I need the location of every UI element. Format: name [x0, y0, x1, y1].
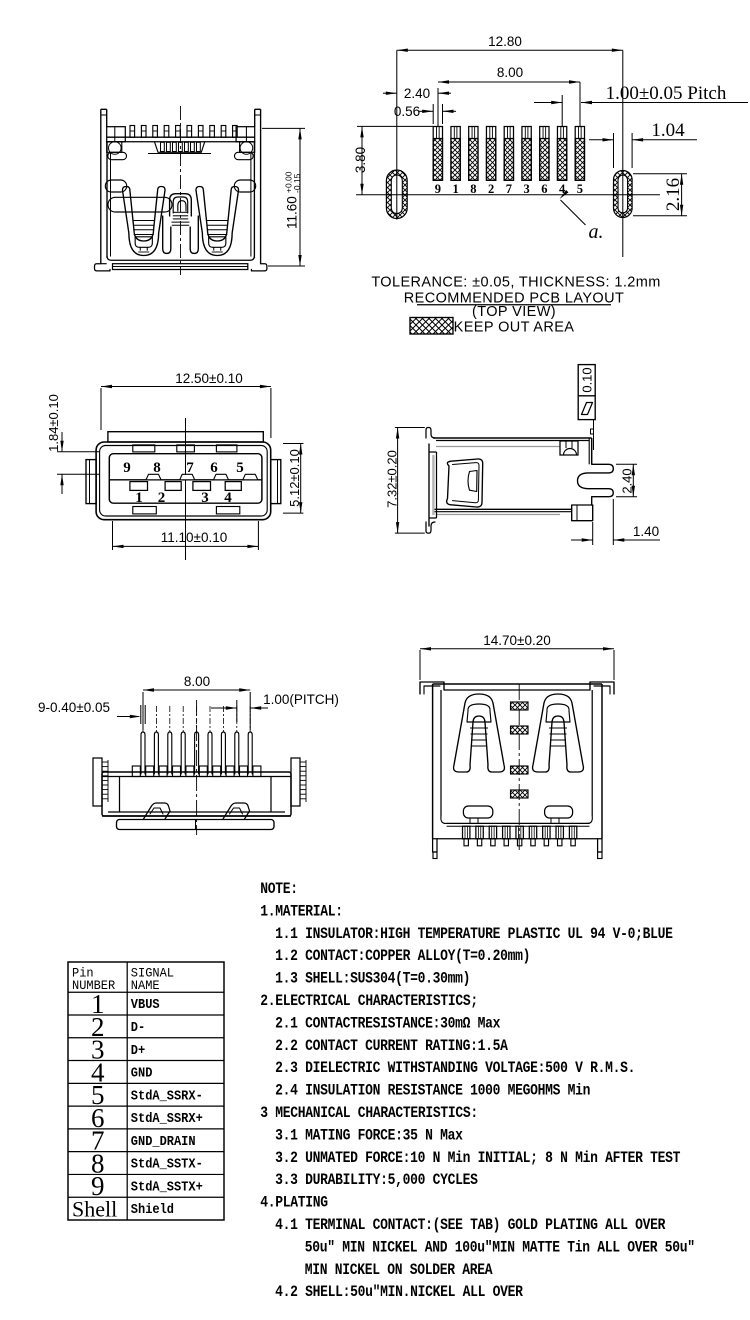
- svg-text:4: 4: [91, 1057, 105, 1087]
- svg-text:8: 8: [470, 182, 476, 196]
- svg-text:Shell: Shell: [72, 1197, 117, 1222]
- svg-text:2.ELECTRICAL CHARACTERISTICS;: 2.ELECTRICAL CHARACTERISTICS;: [260, 993, 478, 1010]
- svg-text:4.1 TERMINAL CONTACT:(SEE TAB): 4.1 TERMINAL CONTACT:(SEE TAB) GOLD PLAT…: [275, 1217, 666, 1234]
- svg-text:D+: D+: [131, 1042, 146, 1058]
- svg-text:GND_DRAIN: GND_DRAIN: [131, 1133, 196, 1149]
- svg-text:4: 4: [559, 182, 566, 196]
- svg-text:1: 1: [452, 182, 458, 196]
- svg-text:8: 8: [91, 1148, 105, 1178]
- svg-text:7.32±0.20: 7.32±0.20: [385, 450, 400, 508]
- svg-text:9-0.40±0.05: 9-0.40±0.05: [38, 700, 110, 715]
- svg-text:12.80: 12.80: [488, 34, 522, 49]
- svg-text:2.16: 2.16: [663, 178, 684, 211]
- svg-text:1.00±0.05 Pitch: 1.00±0.05 Pitch: [606, 83, 727, 104]
- svg-text:3: 3: [91, 1035, 105, 1065]
- svg-text:2.2 CONTACT CURRENT RATING:1.5: 2.2 CONTACT CURRENT RATING:1.5A: [275, 1038, 508, 1055]
- svg-text:1: 1: [91, 989, 105, 1019]
- svg-text:StdA_SSTX-: StdA_SSTX-: [131, 1156, 203, 1172]
- svg-text:KEEP OUT AREA: KEEP OUT AREA: [454, 320, 575, 336]
- svg-text:9: 9: [91, 1171, 105, 1201]
- svg-text:50u″ MIN NICKEL AND 100u″MIN M: 50u″ MIN NICKEL AND 100u″MIN MATTE Tin A…: [305, 1239, 695, 1256]
- svg-text:11.10±0.10: 11.10±0.10: [161, 530, 227, 545]
- svg-text:1.MATERIAL:: 1.MATERIAL:: [260, 903, 343, 920]
- svg-text:1.40: 1.40: [633, 524, 659, 539]
- svg-text:2: 2: [158, 490, 166, 506]
- svg-text:TOLERANCE: ±0.05, THICKNESS:: TOLERANCE: ±0.05, THICKNESS: 1.2mm: [371, 275, 660, 291]
- svg-text:1: 1: [135, 490, 143, 506]
- svg-text:6: 6: [91, 1103, 105, 1133]
- svg-text:NAME: NAME: [131, 979, 160, 994]
- svg-text:1.00(PITCH): 1.00(PITCH): [263, 692, 339, 707]
- svg-text:7: 7: [506, 182, 512, 196]
- svg-text:2.3 DIELECTRIC WITHSTANDING VO: 2.3 DIELECTRIC WITHSTANDING VOLTAGE:500 …: [275, 1060, 635, 1077]
- svg-text:2.40: 2.40: [404, 86, 430, 101]
- svg-text:(TOP VIEW): (TOP VIEW): [472, 304, 556, 320]
- svg-text:11.60: 11.60: [285, 196, 300, 229]
- svg-text:StdA_SSRX-: StdA_SSRX-: [131, 1088, 203, 1104]
- svg-text:5: 5: [236, 460, 244, 476]
- svg-text:7: 7: [186, 460, 194, 476]
- svg-text:3 MECHANICAL CHARACTERISTICS:: 3 MECHANICAL CHARACTERISTICS:: [260, 1105, 478, 1122]
- svg-text:9: 9: [123, 460, 131, 476]
- svg-text:1.2 CONTACT:COPPER ALLOY(T=0.2: 1.2 CONTACT:COPPER ALLOY(T=0.20mm): [275, 948, 530, 965]
- svg-text:6: 6: [210, 460, 218, 476]
- svg-text:NUMBER: NUMBER: [72, 979, 116, 994]
- svg-text:2.1 CONTACTRESISTANCE:30mΩ Max: 2.1 CONTACTRESISTANCE:30mΩ Max: [275, 1015, 501, 1032]
- svg-text:3: 3: [201, 490, 209, 506]
- svg-text:2: 2: [91, 1012, 105, 1042]
- svg-text:4: 4: [224, 490, 232, 506]
- svg-text:7: 7: [91, 1126, 105, 1156]
- svg-text:2.40: 2.40: [620, 468, 635, 493]
- svg-text:4.2 SHELL:50u″MIN.NICKEL ALL O: 4.2 SHELL:50u″MIN.NICKEL ALL OVER: [275, 1284, 523, 1301]
- svg-text:-0.15: -0.15: [292, 173, 302, 193]
- svg-text:StdA_SSTX+: StdA_SSTX+: [131, 1179, 203, 1195]
- svg-text:6: 6: [541, 182, 547, 196]
- svg-text:1.84±0.10: 1.84±0.10: [46, 394, 61, 452]
- svg-text:12.50±0.10: 12.50±0.10: [175, 371, 242, 386]
- svg-text:+0.00: +0.00: [284, 171, 294, 193]
- svg-text:3: 3: [523, 182, 529, 196]
- svg-text:5: 5: [91, 1080, 105, 1110]
- svg-text:Shield: Shield: [131, 1201, 174, 1217]
- svg-text:VBUS: VBUS: [131, 996, 160, 1012]
- svg-text:5: 5: [577, 182, 583, 196]
- svg-text:StdA_SSRX+: StdA_SSRX+: [131, 1110, 203, 1126]
- svg-text:0.56: 0.56: [394, 104, 420, 119]
- svg-text:8: 8: [153, 460, 161, 476]
- svg-text:8.00: 8.00: [184, 674, 210, 689]
- svg-text:3.2 UNMATED FORCE:10 N Min INI: 3.2 UNMATED FORCE:10 N Min INITIAL; 8 N …: [275, 1150, 681, 1167]
- svg-text:D-: D-: [131, 1019, 145, 1035]
- svg-text:0.10: 0.10: [580, 367, 595, 392]
- svg-text:1.04: 1.04: [651, 120, 685, 141]
- svg-text:9: 9: [435, 182, 441, 196]
- svg-text:5.12±0.10: 5.12±0.10: [287, 449, 302, 507]
- svg-text:8.00: 8.00: [497, 65, 523, 80]
- svg-text:RECOMMENDED PCB LAYOUT: RECOMMENDED PCB LAYOUT: [404, 291, 624, 307]
- svg-text:1.3 SHELL:SUS304(T=0.30mm): 1.3 SHELL:SUS304(T=0.30mm): [275, 971, 470, 988]
- svg-text:3.80: 3.80: [353, 147, 368, 173]
- svg-text:a.: a.: [589, 221, 604, 243]
- svg-text:4.PLATING: 4.PLATING: [260, 1195, 328, 1212]
- svg-text:2.4 INSULATION RESISTANCE 1000: 2.4 INSULATION RESISTANCE 1000 MEGOHMS M…: [275, 1083, 590, 1100]
- svg-text:2: 2: [488, 182, 494, 196]
- svg-text:NOTE:: NOTE:: [260, 881, 298, 898]
- svg-text:Pin: Pin: [72, 966, 94, 981]
- svg-text:SIGNAL: SIGNAL: [131, 966, 174, 981]
- svg-text:3.3 DURABILITY:5,000 CYCLES: 3.3 DURABILITY:5,000 CYCLES: [275, 1172, 478, 1189]
- svg-text:14.70±0.20: 14.70±0.20: [483, 633, 550, 648]
- svg-text:3.1 MATING FORCE:35 N Max: 3.1 MATING FORCE:35 N Max: [275, 1127, 463, 1144]
- svg-text:1.1 INSULATOR:HIGH TEMPERATURE: 1.1 INSULATOR:HIGH TEMPERATURE PLASTIC U…: [275, 926, 673, 943]
- svg-text:GND: GND: [131, 1065, 153, 1081]
- svg-text:MIN NICKEL ON SOLDER AREA: MIN NICKEL ON SOLDER AREA: [305, 1262, 493, 1279]
